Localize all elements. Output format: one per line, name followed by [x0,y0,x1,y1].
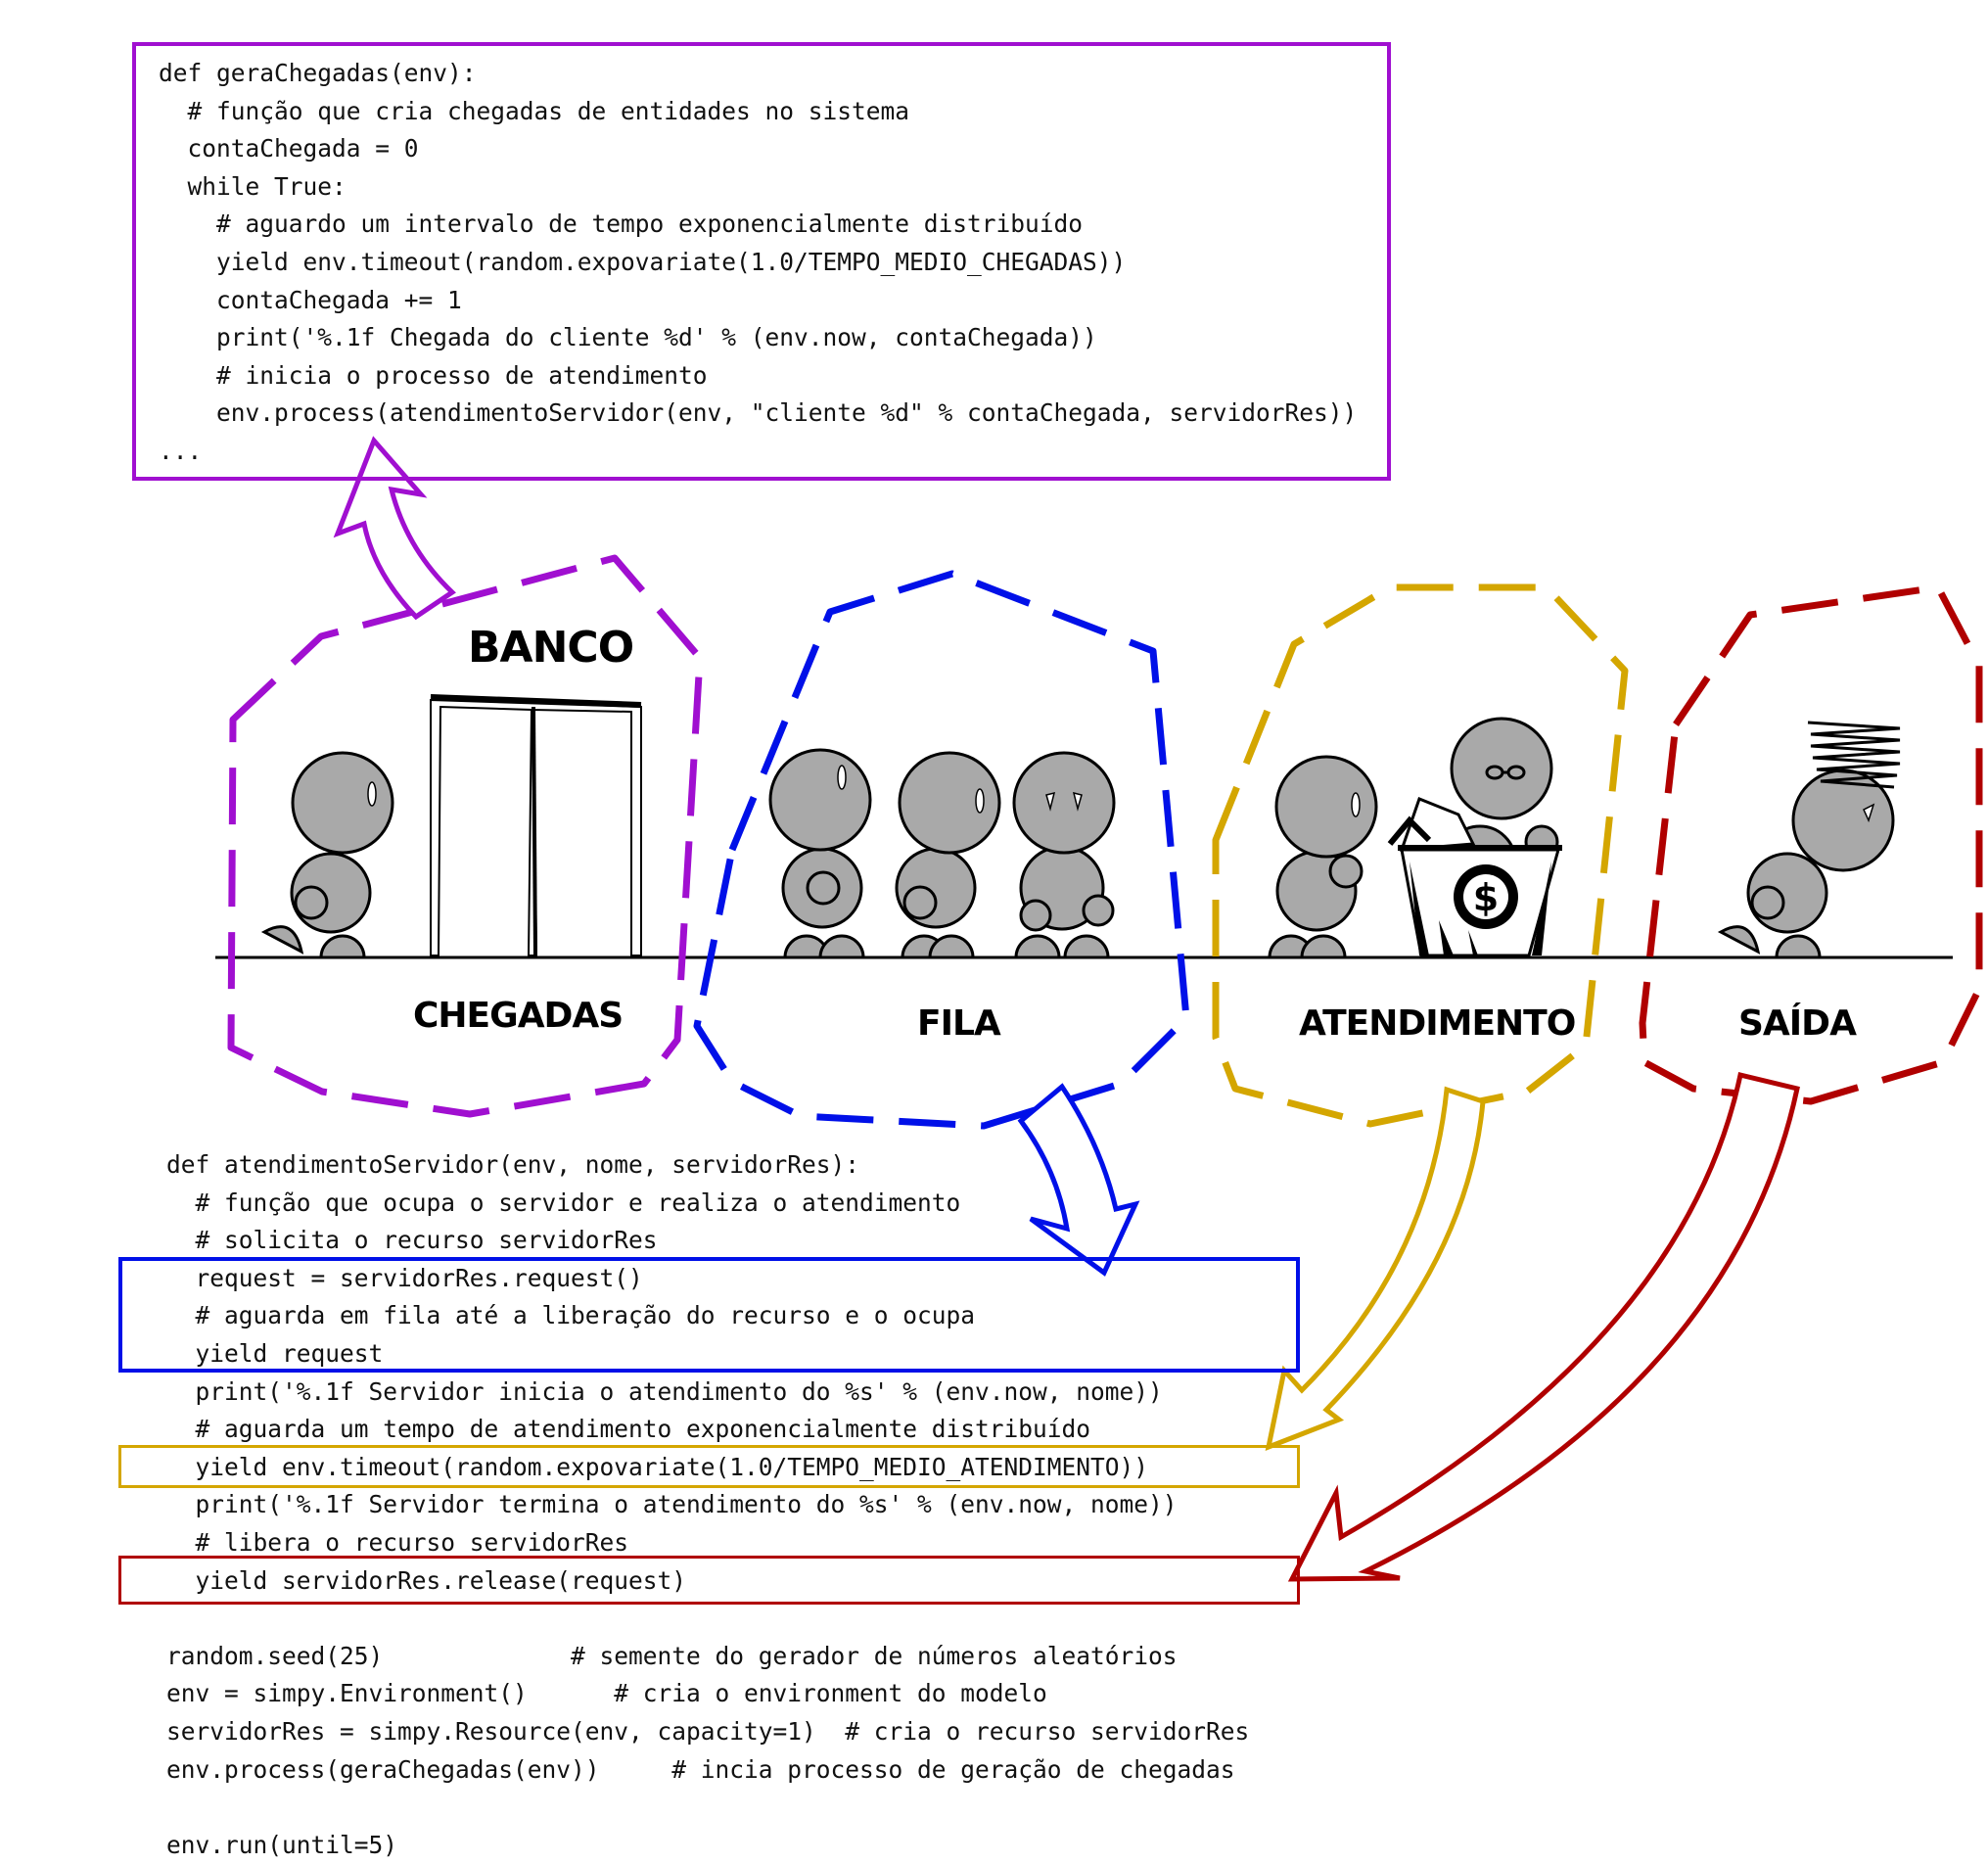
code-line: yield env.timeout(random.expovariate(1.0… [166,1452,1149,1481]
arrow-atendimento-to-timeout [1265,1086,1486,1451]
code-line: ... [159,436,203,465]
code-line: # inicia o processo de atendimento [159,360,708,390]
code-line: # função que ocupa o servidor e realiza … [166,1188,961,1217]
customer-queue-2 [895,751,1001,959]
label-chegadas: CHEGADAS [413,996,624,1036]
customer-queue-3 [1012,751,1116,959]
code-line: def atendimentoServidor(env, nome, servi… [166,1150,860,1179]
label-fila: FILA [917,1003,1001,1044]
customer-being-served [1268,755,1378,959]
bank-door [430,694,642,956]
arrow-fila-to-request [1017,1083,1140,1277]
zone-fila-outline [693,570,1190,1130]
label-banco: BANCO [468,623,634,673]
code-line: env.process(geraChegadas(env)) # incia p… [166,1754,1235,1784]
code-gerachegadas: def geraChegadas(env): # função que cria… [159,55,1357,471]
zone-chegadas-outline [227,554,704,1118]
code-line [166,1789,1249,1827]
arrow-saida-to-release [1287,1071,1800,1582]
code-line: env.run(until=5) [166,1830,398,1859]
code-line: servidorRes = simpy.Resource(env, capaci… [166,1716,1250,1746]
code-line: def geraChegadas(env): [159,59,477,87]
code-line: random.seed(25) # semente do gerador de … [166,1641,1178,1670]
teller-counter: $ [1387,797,1562,957]
zone-saida-outline [1639,583,1983,1105]
arrow-chegadas-to-code [333,436,456,621]
customer-queue-1 [768,748,872,959]
code-line: yield env.timeout(random.expovariate(1.0… [159,247,1127,276]
code-line: yield servidorRes.release(request) [166,1565,687,1595]
code-line: # aguardo um intervalo de tempo exponenc… [159,210,1084,239]
code-line: env.process(atendimentoServidor(env, "cl… [159,398,1358,428]
code-line: print('%.1f Servidor inicia o atendiment… [166,1376,1163,1406]
zone-atendimento-outline [1212,583,1629,1128]
code-line: contaChegada += 1 [159,285,462,314]
customer-leaving [1717,769,1895,959]
code-line: while True: [159,171,347,201]
code-line [166,1600,1249,1638]
code-line: # solicita o recurso servidorRes [166,1226,658,1255]
highlight-release-line [118,1556,1300,1605]
highlight-request-block [118,1257,1300,1373]
code-line: request = servidorRes.request() [166,1263,643,1292]
money-symbol: $ [1473,876,1499,919]
label-atendimento: ATENDIMENTO [1299,1003,1576,1044]
code-line: # aguarda um tempo de atendimento expone… [166,1415,1091,1444]
code-line: print('%.1f Chegada do cliente %d' % (en… [159,323,1097,352]
label-saida: SAÍDA [1738,1003,1857,1044]
code-line: env = simpy.Environment() # cria o envir… [166,1679,1047,1708]
customer-arriving [260,751,394,959]
code-line: contaChegada = 0 [159,134,419,163]
stress-scribble-icon [1807,721,1901,789]
code-line: yield request [166,1338,384,1368]
code-line: # libera o recurso servidorRes [166,1527,629,1557]
code-box-gerachegadas [132,42,1391,481]
code-line: # aguarda em fila até a liberação do rec… [166,1301,976,1330]
code-line: print('%.1f Servidor termina o atendimen… [166,1490,1178,1519]
code-atendimentoservidor: def atendimentoServidor(env, nome, servi… [166,1146,1249,1864]
code-line: # função que cria chegadas de entidades … [159,96,910,125]
highlight-timeout-line [118,1445,1300,1488]
